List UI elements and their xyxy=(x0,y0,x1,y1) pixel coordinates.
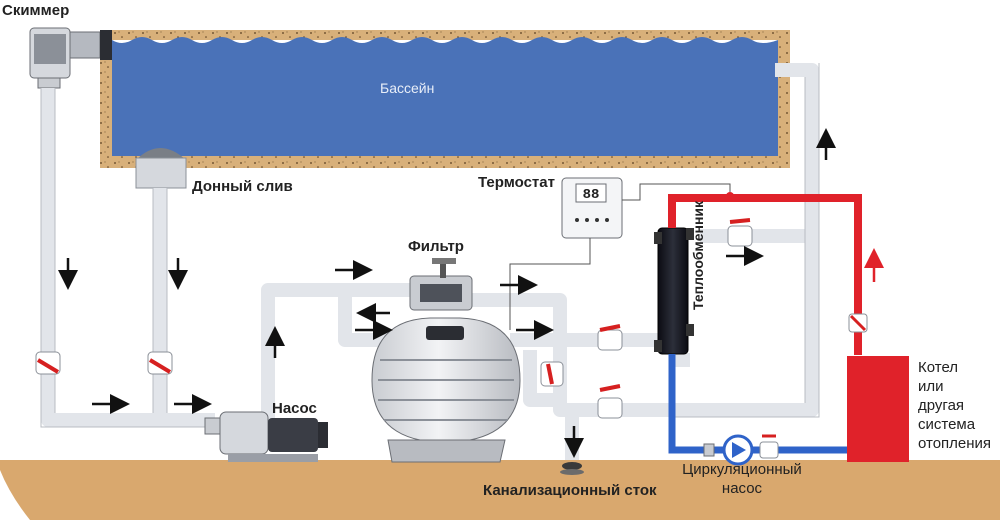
sand-filter xyxy=(371,258,521,463)
boiler-label-line2: или xyxy=(918,378,944,395)
sewer-label: Канализационный сток xyxy=(483,482,657,499)
skimmer xyxy=(29,27,112,89)
valve-bypass-vertical xyxy=(540,361,564,387)
hot-water-pipe xyxy=(668,194,862,355)
boiler-label-line4: система xyxy=(918,416,976,433)
boiler-label-line1: Котел xyxy=(918,359,959,376)
heat-exchanger-label: Теплообменник xyxy=(690,200,706,310)
boiler-label-line3: другая xyxy=(918,397,965,414)
valve-hx-outlet xyxy=(727,218,753,247)
valves xyxy=(35,192,868,459)
sewer-drain xyxy=(560,410,584,475)
filter-label: Фильтр xyxy=(408,238,464,255)
pool-water xyxy=(112,37,778,156)
ground xyxy=(0,460,1000,520)
boiler-label: Котел или другая система отопления xyxy=(918,358,991,453)
bottom-drain-label: Донный слив xyxy=(192,178,293,195)
valve-skimmer-line xyxy=(35,351,61,375)
thermostat-unit: 88 xyxy=(561,177,623,239)
valve-bypass-bottom xyxy=(597,384,623,419)
thermostat-wiring xyxy=(509,183,731,330)
circulation-pump-label: Циркуляционный насос xyxy=(667,460,817,498)
pool-label: Бассейн xyxy=(380,80,435,96)
circulation-pump-label-line1: Циркуляционный xyxy=(682,461,802,478)
valve-bypass-top xyxy=(597,324,623,351)
valve-hot-line xyxy=(848,313,868,333)
pump-label: Насос xyxy=(272,400,317,417)
boiler xyxy=(847,356,909,462)
pool-pipes xyxy=(41,63,819,430)
circulation-pump-label-line2: насос xyxy=(721,480,763,497)
boiler-label-line5: отопления xyxy=(918,435,992,452)
thermostat-sensor xyxy=(726,192,734,200)
circulation-pump xyxy=(703,434,754,466)
main-pump xyxy=(204,411,328,462)
thermostat-display: 88 xyxy=(583,187,600,203)
valve-cold-line xyxy=(759,434,779,459)
valve-drain-line xyxy=(147,351,173,375)
pipe-outlines xyxy=(40,63,820,428)
cold-return-pipe xyxy=(668,354,850,454)
heat-exchanger xyxy=(654,227,694,355)
flow-arrows xyxy=(58,128,836,458)
thermostat-label: Термостат xyxy=(478,174,555,191)
skimmer-label: Скиммер xyxy=(2,2,70,19)
